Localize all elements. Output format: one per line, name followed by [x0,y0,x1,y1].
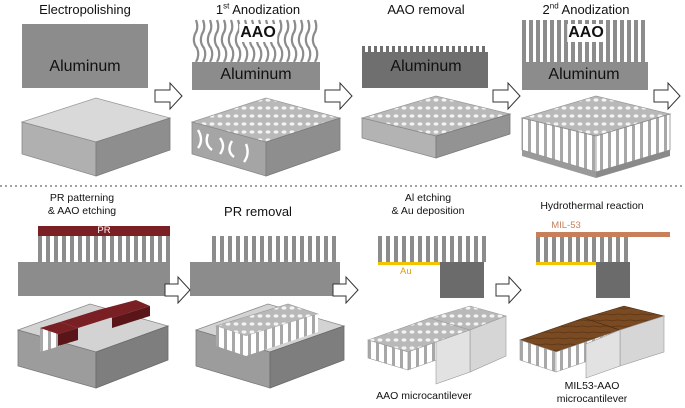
step2-layer-label: Aluminum [220,66,292,83]
step2-slab [192,19,320,90]
step1-layer-label: Aluminum [49,58,121,75]
arrow-4 [653,81,681,111]
step8-block [519,305,666,379]
step4-block [520,95,672,178]
step7-caption: AAO microcantilever [376,390,472,402]
step7-slab [378,236,486,298]
step5-block [16,300,170,389]
step2-block [190,97,342,177]
step8-title: Hydrothermal reaction [540,200,644,212]
arrow-3 [492,81,521,111]
step3-slab [362,46,488,88]
step3-layer-label: Aluminum [390,58,462,75]
arrow-1 [154,81,183,111]
arrow-6 [332,275,359,305]
step6-slab [190,236,340,296]
step7-block [367,305,507,385]
arrow-2 [324,81,353,111]
step7-au-label: Au [400,266,412,277]
arrow-7 [495,275,522,305]
step6-block [194,303,346,389]
step6-title: PR removal [224,204,292,219]
step2-aao-label: AAO [239,24,277,42]
step4-slab [522,20,648,90]
step1-slab [22,24,148,88]
step8-slab [536,232,670,298]
step5-slab [18,226,170,296]
step7-title: Al etching& Au deposition [391,192,465,217]
arrow-5 [164,275,191,305]
step5-pr-label: PR [97,225,111,236]
step3-block [360,95,512,159]
step8-mof-label: MIL-53 [551,220,581,231]
step2-title: 1st Anodization [215,1,301,17]
step4-layer-label: Aluminum [548,66,620,83]
step4-title: 2nd Anodization [542,1,630,17]
step1-title: Electropolishing [39,2,131,17]
step1-block [20,97,172,177]
step5-title: PR patterning& AAO etching [47,192,117,217]
step4-aao-label: AAO [567,24,605,42]
step3-title: AAO removal [387,2,465,17]
